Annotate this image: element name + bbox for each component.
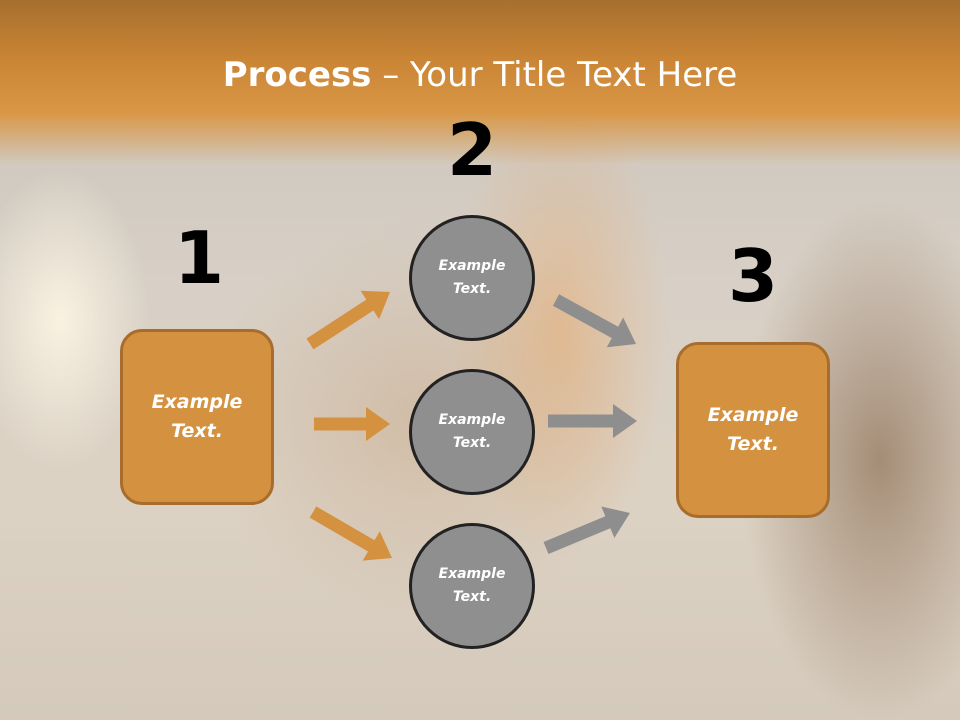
arrow-bottom-to-right	[543, 506, 630, 554]
arrow-top-to-right	[552, 294, 636, 348]
step-number-2: 2	[446, 108, 498, 192]
arrow-left-to-bottom	[309, 506, 392, 561]
circle-bottom-text: Example Text.	[438, 566, 506, 605]
left-process-box[interactable]: Example Text.	[120, 329, 274, 505]
process-circle-top[interactable]: Example Text.	[409, 215, 535, 341]
title-band	[0, 0, 960, 165]
step-number-1: 1	[173, 216, 225, 300]
process-circle-middle[interactable]: Example Text.	[409, 369, 535, 495]
circle-middle-text: Example Text.	[438, 412, 506, 451]
title-rest: – Your Title Text Here	[371, 55, 738, 95]
title-bold: Process	[222, 55, 372, 95]
process-circle-bottom[interactable]: Example Text.	[409, 523, 535, 649]
step-number-3: 3	[727, 234, 779, 318]
right-process-box[interactable]: Example Text.	[676, 342, 830, 518]
circle-top-text: Example Text.	[438, 258, 506, 297]
arrow-left-to-middle	[314, 407, 390, 441]
slide-title[interactable]: Process – Your Title Text Here	[0, 52, 960, 98]
arrow-left-to-top	[306, 290, 390, 350]
left-box-text: Example Text.	[151, 391, 243, 442]
right-box-text: Example Text.	[707, 404, 799, 455]
arrow-middle-to-right	[548, 404, 637, 438]
